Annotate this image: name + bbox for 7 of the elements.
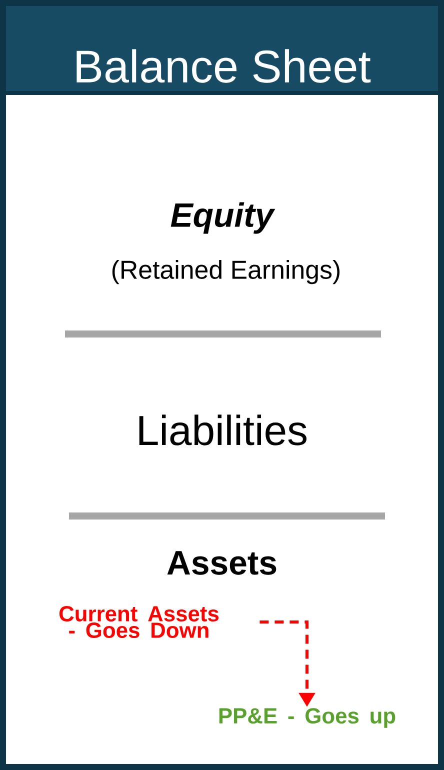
note-text: Current Assets - Goes Down bbox=[59, 606, 219, 638]
title-banner: Balance Sheet bbox=[5, 6, 439, 95]
section-heading: Equity bbox=[170, 202, 276, 234]
section-heading: Liabilities bbox=[139, 414, 306, 446]
note-text: PP&E - Goes up bbox=[219, 708, 396, 728]
section-subheading: (Retained Earnings) bbox=[112, 260, 340, 284]
section-heading: Assets bbox=[167, 551, 276, 575]
